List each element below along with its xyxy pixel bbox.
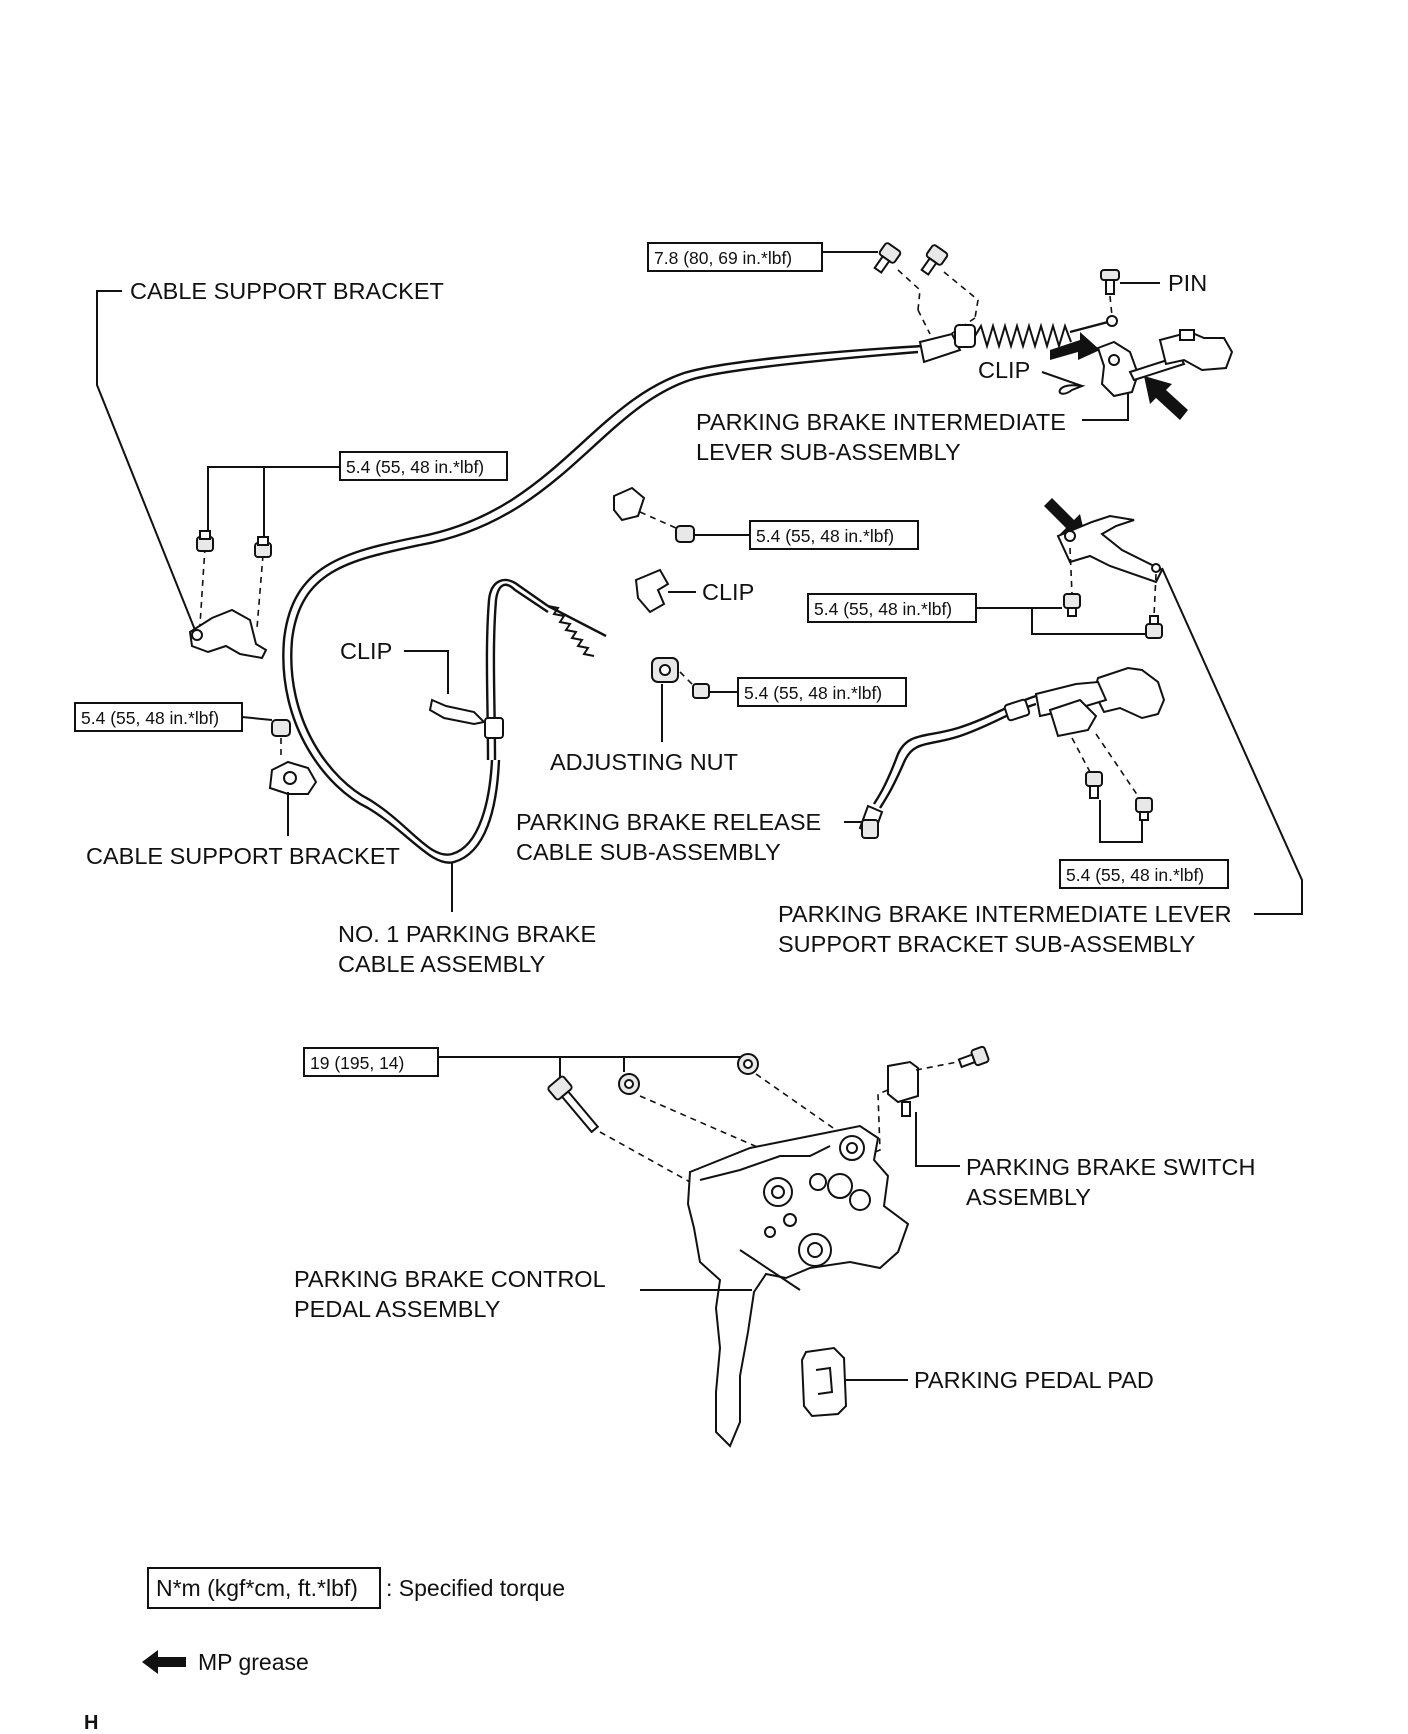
torque-box-lever-bolts (807, 593, 977, 623)
intermediate-lever-group: PIN CLIP PARKING BRAKE INTERMEDIATE LEVE… (696, 269, 1234, 465)
bolt-icon (920, 244, 949, 276)
cable-support-bracket-top (188, 608, 268, 660)
adjusting-nut-group: 5.4 (55, 48 in.*lbf) ADJUSTING NUT (550, 657, 907, 775)
bracket-hole (191, 629, 203, 641)
label-pedal-pad: PARKING PEDAL PAD (914, 1367, 1154, 1393)
parking-pedal-pad (800, 1346, 848, 1418)
bolt-icon (873, 242, 902, 274)
label-adjusting-nut: ADJUSTING NUT (550, 749, 738, 775)
bolt-icon (1063, 593, 1081, 617)
label-intermediate-lever-l1: PARKING BRAKE INTERMEDIATE (696, 409, 1066, 435)
release-handle (1092, 666, 1166, 720)
nut-icon (196, 530, 214, 552)
label-clip-mid: CLIP (702, 579, 754, 605)
no1-parking-brake-cable: NO. 1 PARKING BRAKE CABLE ASSEMBLY (282, 315, 1118, 977)
torque-box-adjusting (737, 677, 907, 707)
release-cable (878, 702, 1037, 809)
middle-clip-group: 5.4 (55, 48 in.*lbf) CLIP (613, 486, 919, 614)
parking-brake-switch (887, 1060, 919, 1104)
torque-value-release-bolts: 5.4 (55, 48 in.*lbf) (1066, 865, 1204, 885)
torque-value-pedal: 19 (195, 14) (310, 1053, 404, 1073)
torque-box-bracket-top (339, 451, 508, 481)
threaded-rod (547, 605, 595, 657)
label-clip-left: CLIP (340, 638, 392, 664)
grease-arrow-icon (1144, 376, 1188, 420)
cable-support-bracket-top-group: CABLE SUPPORT BRACKET 5.4 (55, 48 in.*lb… (96, 278, 508, 660)
release-cable-group: PARKING BRAKE RELEASE CABLE SUB-ASSEMBLY… (516, 666, 1229, 889)
intermediate-lever-support-bracket (1056, 514, 1164, 584)
torque-box-top (647, 242, 823, 272)
torque-value-mid-nut: 5.4 (55, 48 in.*lbf) (756, 526, 894, 546)
clip-icon (613, 486, 646, 522)
legend-torque-unit: N*m (kgf*cm, ft.*lbf) (156, 1575, 358, 1601)
clip-icon (428, 698, 487, 726)
label-cable-support-bracket-bottom: CABLE SUPPORT BRACKET (86, 843, 400, 869)
torque-box-mid-nut (749, 520, 919, 550)
torque-value-bracket-bottom: 5.4 (55, 48 in.*lbf) (81, 708, 219, 728)
label-support-bracket-l2: SUPPORT BRACKET SUB-ASSEMBLY (778, 931, 1196, 957)
grease-arrow-icon (142, 1650, 186, 1674)
legend: N*m (kgf*cm, ft.*lbf) : Specified torque… (142, 1567, 565, 1675)
label-pedal-l1: PARKING BRAKE CONTROL (294, 1266, 606, 1292)
nut-icon (737, 1053, 759, 1075)
torque-value-adjusting: 5.4 (55, 48 in.*lbf) (744, 683, 882, 703)
pin-icon (1100, 269, 1120, 295)
label-pin: PIN (1168, 270, 1207, 296)
torque-value-top: 7.8 (80, 69 in.*lbf) (654, 248, 792, 268)
support-bracket-group: 5.4 (55, 48 in.*lbf) PARKING BRAKE INTER… (778, 498, 1303, 957)
label-release-cable-l2: CABLE SUB-ASSEMBLY (516, 839, 781, 865)
label-clip-top: CLIP (978, 357, 1030, 383)
label-release-cable-l1: PARKING BRAKE RELEASE (516, 809, 821, 835)
label-pedal-l2: PEDAL ASSEMBLY (294, 1296, 501, 1322)
torque-box-release-bolts (1059, 859, 1229, 889)
grease-arrow-icon (1050, 332, 1100, 360)
legend-torque-desc: : Specified torque (386, 1575, 565, 1601)
nut-icon (254, 536, 272, 558)
cable-support-bracket-bottom-group: 5.4 (55, 48 in.*lbf) CABLE SUPPORT BRACK… (74, 702, 400, 869)
label-cable-support-bracket-top: CABLE SUPPORT BRACKET (130, 278, 444, 304)
label-switch-l1: PARKING BRAKE SWITCH (966, 1154, 1255, 1180)
leader-cable-support-bracket-top (96, 290, 198, 636)
nut-icon (271, 719, 291, 737)
adjusting-nut-icon (651, 657, 679, 683)
pedal-assembly-group: 19 (195, 14) PARKING BRAKE SWITCH ASSEMB… (294, 1045, 1255, 1448)
clip-icon (1058, 384, 1086, 395)
bolt-icon (1085, 771, 1103, 799)
nut-icon (675, 525, 695, 543)
label-intermediate-lever-l2: LEVER SUB-ASSEMBLY (696, 439, 961, 465)
clip-icon (634, 568, 670, 614)
bolt-icon (1135, 797, 1153, 821)
label-switch-l2: ASSEMBLY (966, 1184, 1091, 1210)
label-no1-cable-l1: NO. 1 PARKING BRAKE (338, 921, 596, 947)
bolt-icon (1145, 615, 1163, 639)
page-code: H (84, 1712, 98, 1734)
nut-icon (692, 683, 710, 699)
label-no1-cable-l2: CABLE ASSEMBLY (338, 951, 546, 977)
intermediate-lever (1096, 340, 1140, 398)
left-clip-group: CLIP (340, 638, 487, 726)
legend-torque-box (147, 1567, 381, 1609)
bolt-icon (547, 1075, 600, 1134)
nut-icon (618, 1073, 640, 1095)
torque-value-lever-bolts: 5.4 (55, 48 in.*lbf) (814, 599, 952, 619)
legend-grease-desc: MP grease (198, 1649, 309, 1675)
cable-spring (974, 322, 1072, 350)
torque-box-pedal (303, 1047, 439, 1077)
bolt-icon (957, 1045, 990, 1069)
torque-value-bracket-top: 5.4 (55, 48 in.*lbf) (346, 457, 484, 477)
label-support-bracket-l1: PARKING BRAKE INTERMEDIATE LEVER (778, 901, 1232, 927)
top-bolts-group: 7.8 (80, 69 in.*lbf) (647, 242, 979, 337)
